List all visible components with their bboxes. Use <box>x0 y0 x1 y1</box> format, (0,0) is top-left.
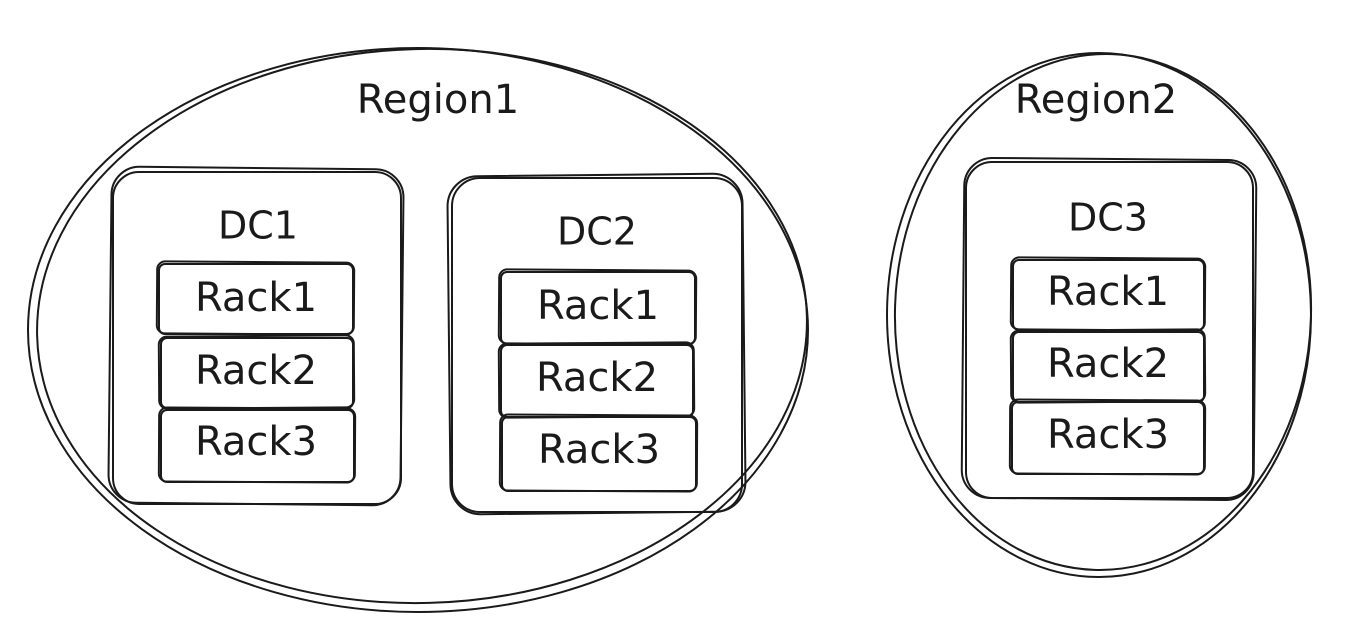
rack-box-stroke-2 <box>155 260 356 336</box>
region-1: Region1 DC1 Rack1 Rack2 Rack3 <box>27 47 809 613</box>
rack-label: Rack1 <box>537 283 659 329</box>
region-2-label: Region2 <box>1015 77 1177 123</box>
dc3-rack-2: Rack2 <box>1009 328 1207 404</box>
dc2-box-stroke-2 <box>446 172 747 516</box>
rack-label: Rack1 <box>1047 269 1169 315</box>
dc2-rack-2: Rack2 <box>497 341 696 419</box>
dc1-rack-1: Rack1 <box>155 260 356 336</box>
rack-box-stroke-2 <box>157 406 357 484</box>
rack-box-stroke-2 <box>498 413 699 493</box>
region-2: Region2 DC3 Rack1 Rack2 Rack3 <box>886 52 1313 578</box>
datacenter-dc2: DC2 Rack1 Rack2 Rack3 <box>446 172 747 516</box>
region-1-outline-stroke-2 <box>36 47 808 605</box>
dc2-rack-3: Rack3 <box>498 413 699 493</box>
dc1-rack-2: Rack2 <box>157 334 356 410</box>
dc3-label: DC3 <box>1068 196 1148 240</box>
dc3-rack-1: Rack1 <box>1009 256 1207 332</box>
dc1-label: DC1 <box>218 204 298 248</box>
rack-label: Rack2 <box>536 355 658 401</box>
dc1-rack-3: Rack3 <box>157 406 357 484</box>
rack-label: Rack3 <box>195 419 317 465</box>
dc2-box <box>451 177 743 513</box>
datacenter-dc3: DC3 Rack1 Rack2 Rack3 <box>960 156 1258 502</box>
rack-label: Rack1 <box>195 275 317 321</box>
dc1-box-stroke-2 <box>107 165 405 507</box>
dc2-label: DC2 <box>557 210 637 254</box>
rack-label: Rack2 <box>1047 341 1169 387</box>
rack-label: Rack3 <box>538 427 660 473</box>
rack-label: Rack3 <box>1047 412 1169 458</box>
dc3-box <box>965 161 1254 499</box>
region-1-label: Region1 <box>357 77 519 123</box>
dc2-rack-1: Rack1 <box>497 268 698 346</box>
rack-box-stroke-2 <box>1008 398 1207 476</box>
rack-label: Rack2 <box>195 348 317 394</box>
region-2-outline-stroke-2 <box>893 53 1313 571</box>
region-1-outline <box>27 47 809 613</box>
dc3-rack-3: Rack3 <box>1008 398 1207 476</box>
dc3-box-stroke-2 <box>960 156 1258 502</box>
datacenter-dc1: DC1 Rack1 Rack2 Rack3 <box>107 165 405 507</box>
